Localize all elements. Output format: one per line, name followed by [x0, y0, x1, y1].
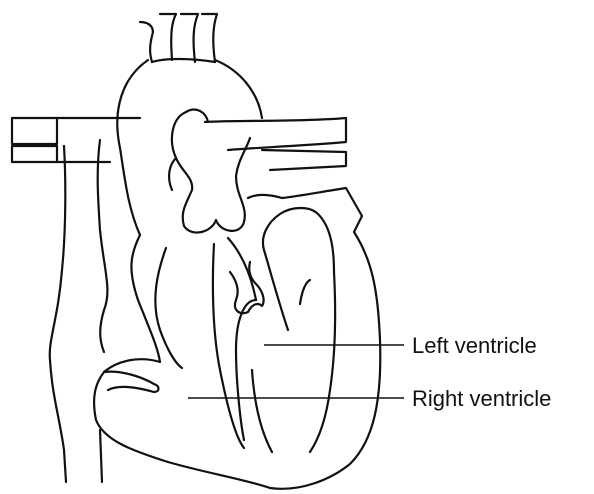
right-ventricle-label: Right ventricle — [412, 388, 551, 410]
left-ventricle-label: Left ventricle — [412, 335, 537, 357]
left-ventricle-wall — [252, 208, 335, 452]
aorta — [117, 59, 262, 235]
aortic-arch-branches — [140, 14, 217, 62]
septum — [155, 238, 256, 448]
pulmonary-trunk — [169, 110, 250, 233]
vena-cava — [50, 140, 108, 482]
right-ventricle-fold — [104, 372, 159, 392]
